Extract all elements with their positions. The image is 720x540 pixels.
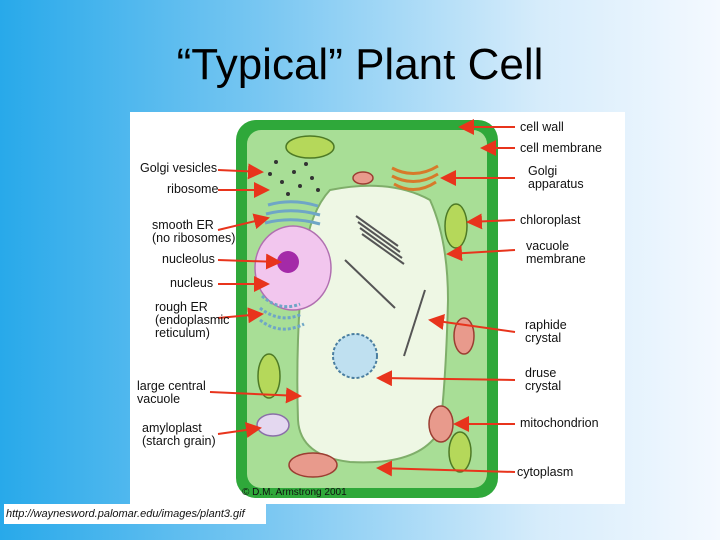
left-labels: Golgi vesicles ribosome smooth ER(no ribos… — [137, 161, 235, 448]
right-label-3: chloroplast — [520, 213, 581, 227]
slide-title: “Typical” Plant Cell — [176, 40, 544, 89]
left-label-2: smooth ER(no ribosomes) — [152, 218, 235, 245]
chloroplasts — [257, 135, 472, 473]
right-label-1: cell membrane — [520, 141, 602, 155]
copyright-text: © D.M. Armstrong 2001 — [242, 487, 347, 498]
golgi-apparatus — [391, 164, 439, 191]
left-label-0: Golgi vesicles — [140, 161, 217, 175]
central-vacuole — [296, 184, 450, 464]
label-arrows — [209, 119, 516, 477]
rough-er — [259, 294, 305, 331]
nucleolus — [277, 251, 299, 273]
left-label-1: ribosome — [167, 182, 218, 196]
raphide-crystals — [344, 215, 426, 357]
right-label-7: mitochondrion — [520, 416, 599, 430]
left-label-3: nucleolus — [162, 252, 215, 266]
mitochondria — [288, 171, 475, 478]
right-label-0: cell wall — [520, 120, 564, 134]
right-label-8: cytoplasm — [517, 465, 573, 479]
amyloplast — [256, 413, 290, 437]
source-url: http://waynesword.palomar.edu/images/pla… — [4, 504, 266, 524]
left-label-4: nucleus — [170, 276, 213, 290]
ribosomes — [268, 160, 320, 196]
left-label-7: amyloplast(starch grain) — [142, 421, 216, 448]
druse-crystal — [332, 333, 378, 379]
